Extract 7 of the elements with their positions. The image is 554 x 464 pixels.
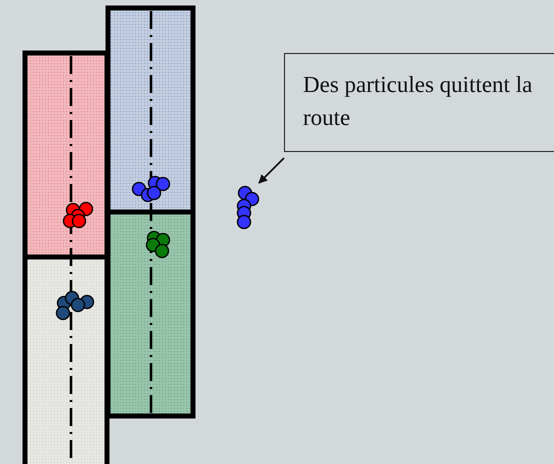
particle-cluster <box>235 184 260 230</box>
arrow <box>258 157 285 184</box>
particle-cluster <box>130 174 171 203</box>
particle-cluster <box>60 200 93 228</box>
callout-box: Des particules quittent la route <box>284 53 554 152</box>
particle-cluster <box>54 288 95 320</box>
particle-cluster <box>144 229 170 259</box>
